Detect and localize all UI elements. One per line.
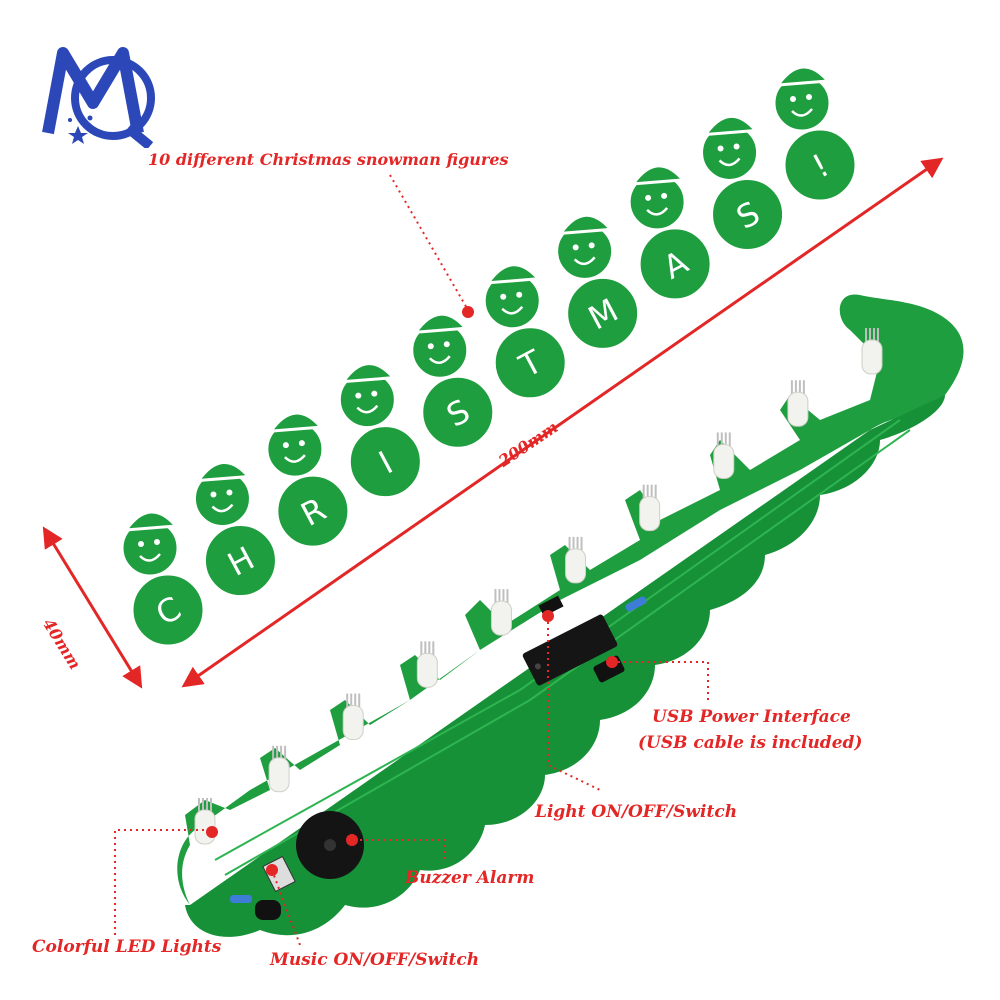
led-light xyxy=(268,745,290,793)
usb-label-line2: (USB cable is included) xyxy=(638,733,863,753)
led-light xyxy=(713,432,735,479)
snowman-figure: T xyxy=(482,263,568,401)
music-switch-leader xyxy=(271,869,301,946)
snowman-figure: ! xyxy=(772,65,858,203)
snowman-figure: C xyxy=(120,510,206,648)
usb-leader xyxy=(612,661,709,700)
led-light xyxy=(787,380,809,427)
snowman-figure: S xyxy=(700,114,786,252)
usb-label-line1: USB Power Interface xyxy=(652,707,851,727)
buzzer-leader xyxy=(360,839,446,862)
buzzer-label: Buzzer Alarm xyxy=(405,868,535,888)
led-light xyxy=(639,484,661,532)
snowman-figure: S xyxy=(410,312,496,450)
light-switch-label: Light ON/OFF/Switch xyxy=(535,802,738,822)
figures-leader xyxy=(389,174,469,311)
width-dimension-arrow xyxy=(42,526,143,689)
snowman-figure: R xyxy=(265,411,351,549)
figures-label: 10 different Christmas snowman figures xyxy=(148,150,509,169)
snowman-figure: H xyxy=(192,461,278,599)
led-light xyxy=(565,536,587,584)
led-light xyxy=(490,589,512,636)
brand-logo xyxy=(42,47,155,148)
led-light xyxy=(342,693,364,741)
snowman-figure: I xyxy=(337,362,423,500)
leds-leader xyxy=(114,829,210,935)
led-light xyxy=(416,641,438,688)
length-dimension-arrow xyxy=(181,157,944,688)
back-pcb-board xyxy=(177,294,964,937)
snowman-figure: M xyxy=(555,213,641,351)
light-switch-leader xyxy=(547,616,601,791)
snowman-figure: A xyxy=(627,164,713,302)
music-switch-label: Music ON/OFF/Switch xyxy=(270,950,480,970)
leds-label: Colorful LED Lights xyxy=(32,937,222,957)
